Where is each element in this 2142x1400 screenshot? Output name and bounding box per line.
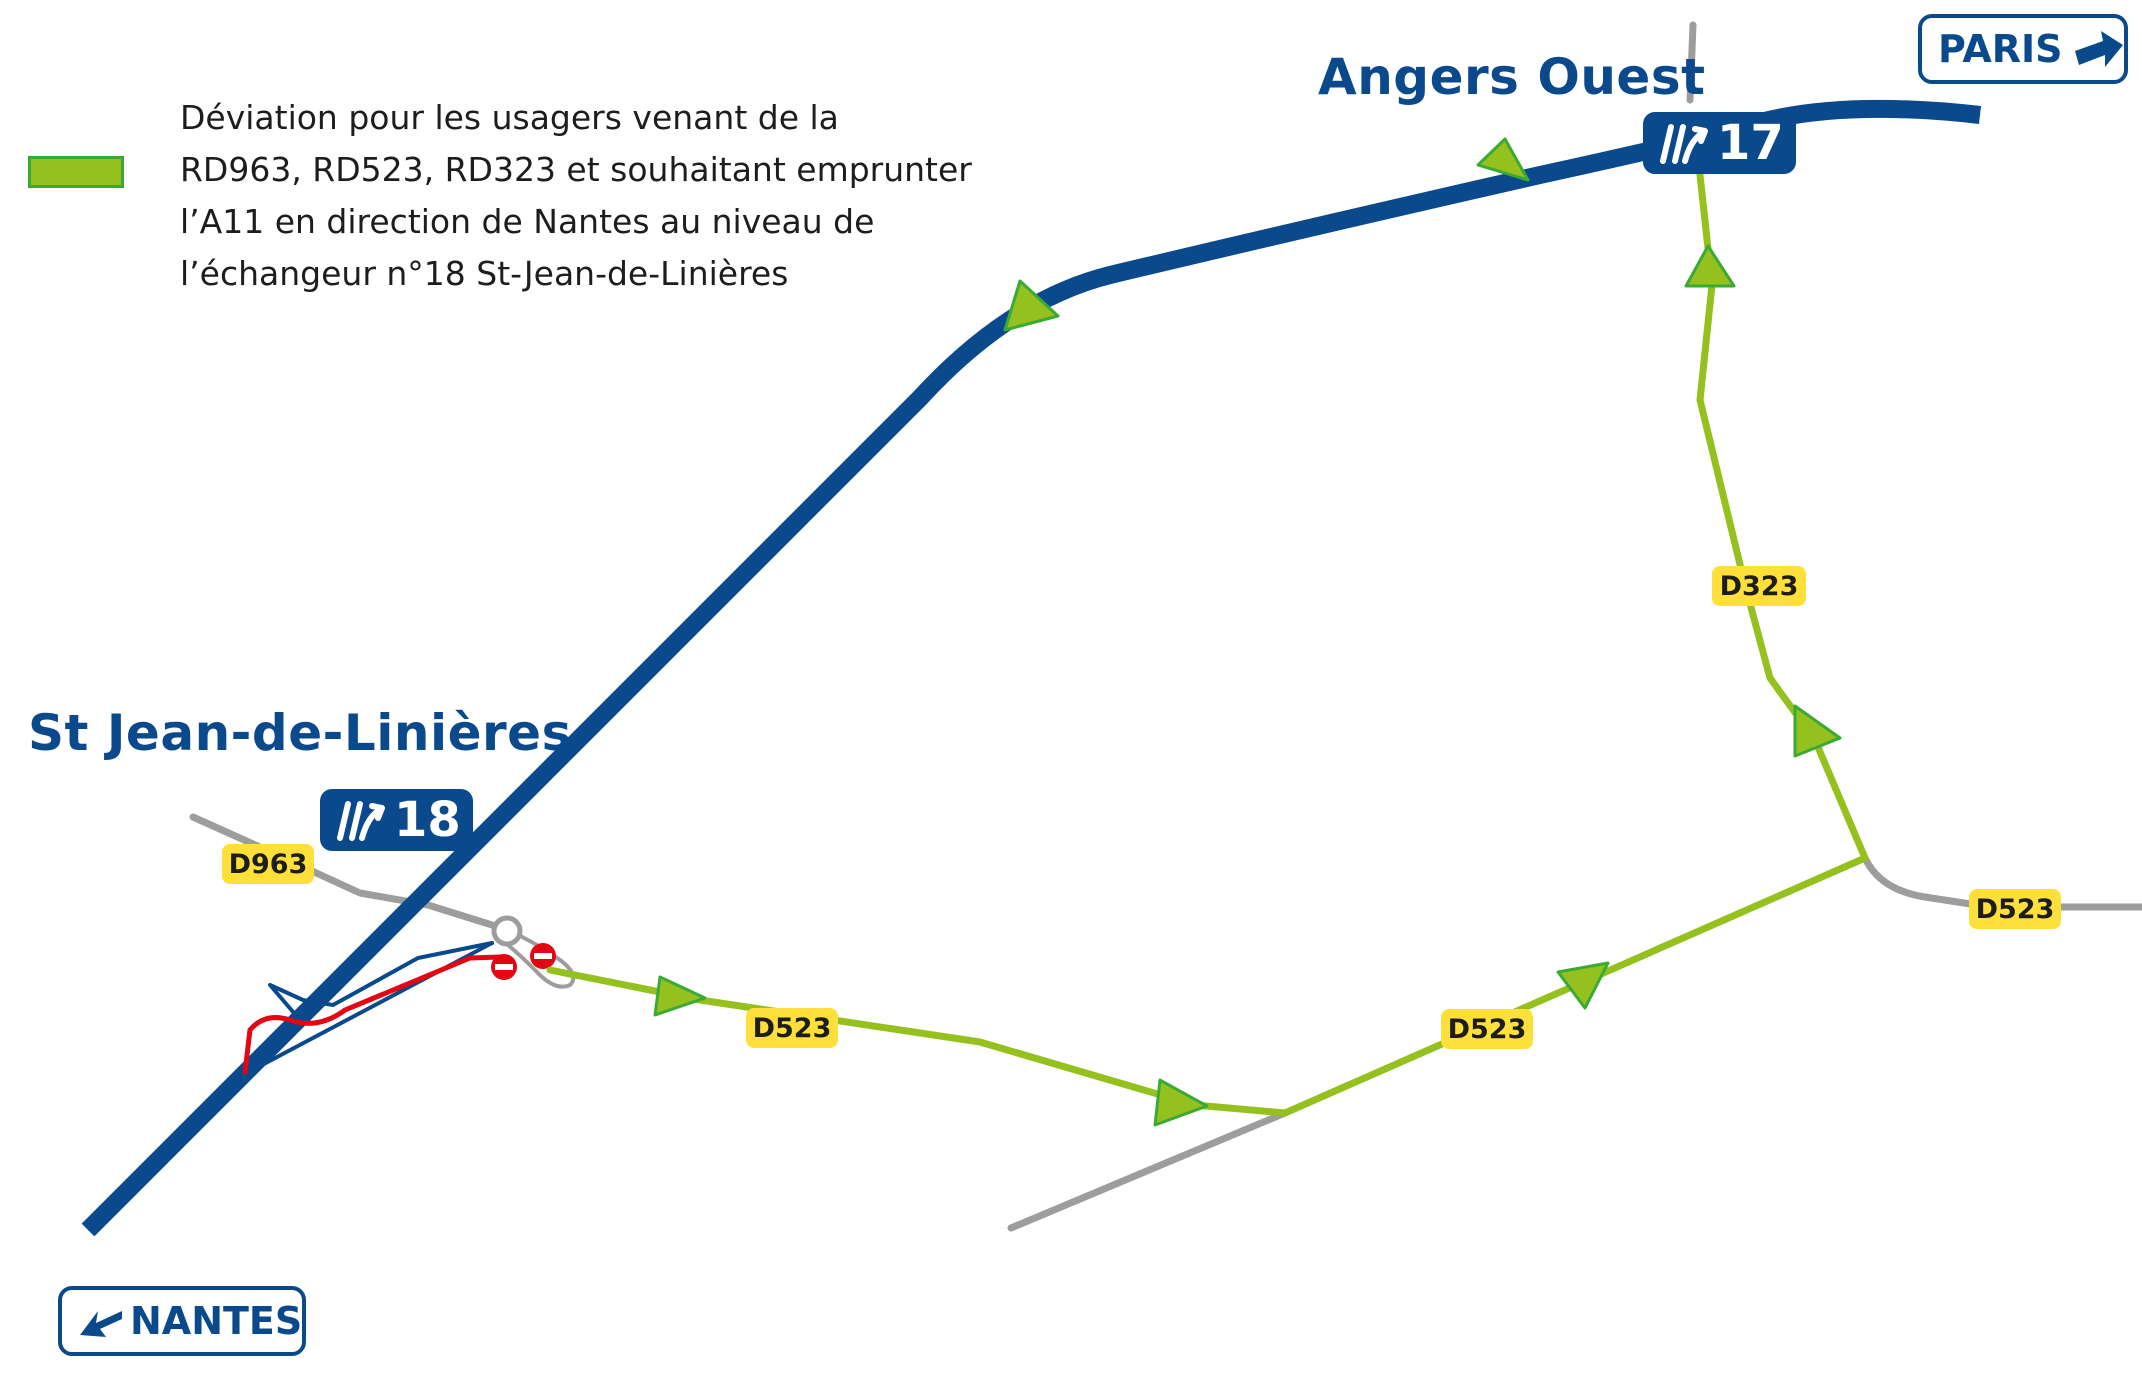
no-entry-sign-1 [491,954,517,980]
road-label-d963: D963 [222,844,314,884]
arrow-down-left-icon [80,1311,122,1337]
motorway-exit-icon [1660,124,1708,164]
legend-text: Déviation pour les usagers venant de la … [180,92,1040,300]
closed-route-red [242,954,503,1075]
exit-17-badge: 17 [1643,112,1796,174]
road-label-d523-east: D523 [1969,889,2061,929]
legend-line: l’échangeur n°18 St-Jean-de-Linières [180,254,789,293]
place-angers-ouest: Angers Ouest [1318,48,1706,106]
place-st-jean-de-linieres: St Jean-de-Linières [28,704,572,762]
road-d523-south-grey [1007,1109,1289,1232]
direction-sign-paris: PARIS [1918,14,2128,84]
direction-sign-nantes: NANTES [58,1286,306,1356]
detour-arrow-3 [1556,961,1610,1010]
detour-arrow-4 [1793,704,1842,758]
motorway-arrow-1 [1003,279,1060,332]
road-angers-north [1686,21,1697,104]
detour-arrow-2 [1153,1078,1209,1127]
detour-arrows [653,137,1842,1127]
legend-line: RD963, RD523, RD323 et souhaitant emprun… [180,150,972,189]
motorway-arrow-2 [1476,137,1530,182]
local-roads [189,21,2142,1232]
exit-18-badge: 18 [320,789,473,851]
road-d523-east-grey [1861,854,2142,911]
legend-line: Déviation pour les usagers venant de la [180,98,839,137]
road-label-d523-south: D523 [1441,1009,1533,1049]
legend-detour-swatch [28,156,124,188]
legend-line: l’A11 en direction de Nantes au niveau d… [180,202,875,241]
exit-18-number: 18 [394,792,461,848]
no-entry-sign-2 [530,943,556,969]
exit-17-number: 17 [1717,115,1784,171]
ramp-blue-2 [268,941,494,1022]
road-label-d323: D323 [1712,566,1806,606]
road-label-d523-west: D523 [746,1008,838,1048]
road-d963 [189,813,512,934]
direction-nantes-label: NANTES [130,1299,303,1343]
detour-arrow-5 [1684,244,1736,288]
detour-arrow-1 [653,975,707,1017]
detour-route [546,171,1869,1117]
motorway-exit-icon [337,801,385,841]
interchange-18-ramps [242,915,523,1075]
roundabout-18 [491,915,523,947]
arrow-right-icon [2074,31,2123,67]
direction-paris-label: PARIS [1938,27,2063,71]
